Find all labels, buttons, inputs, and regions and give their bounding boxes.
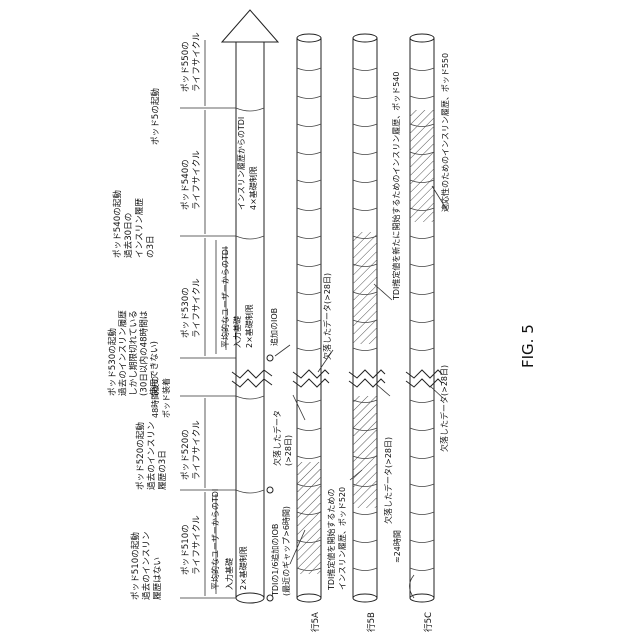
- timeline-pod540-start-line: の3日: [145, 235, 156, 258]
- row-c-label: 行5C: [422, 612, 434, 632]
- limits-c-line: インスリン履歴からのTDI: [237, 117, 246, 210]
- row-c-cylinder: [410, 34, 434, 602]
- notes-row-b-missing-line: 欠落したデータ(>28日): [383, 437, 393, 524]
- timeline-pod530-start-line: ポッド530の起動: [107, 328, 118, 396]
- timeline-pod540-start-line: 過去30日の: [122, 213, 134, 258]
- timeline-pod510-start-line: 履歴はない: [152, 557, 163, 600]
- row-b-label: 行5B: [365, 612, 377, 632]
- cycles-pod520-line: ポッド520の: [180, 429, 191, 480]
- timeline-pod520-start-line: 履歴の3日: [157, 450, 168, 490]
- timeline-pod5-start-line: ポッド5の起動: [150, 88, 161, 145]
- notes-missing-520-line: (>28日): [284, 435, 293, 466]
- timeline-pod540-start-line: ポッド540の起動: [112, 190, 123, 258]
- cycles-pod550-line: ポッド550の: [180, 41, 191, 92]
- notes-row-c-adapt-line: 適応性のためのインスリン履歴、ポッド550: [440, 53, 450, 212]
- limits-b-line: 2×基礎制限: [244, 304, 254, 348]
- limits-b-line: 入力基礎: [232, 316, 242, 348]
- cycles-pod540-line: ライフサイクル: [191, 150, 202, 210]
- cycles-pod510-line: ライフサイクル: [191, 515, 202, 575]
- cycles-pod550-line: ライフサイクル: [191, 32, 202, 92]
- notes-tdi-sixth-line: (最近のギャップ>6時間): [281, 506, 291, 596]
- timeline-arrow-head: [222, 10, 278, 42]
- limits-a-line: 平均的なユーザーからのTDI: [210, 489, 220, 590]
- notes-extra-iob-line: 追加のIOB: [269, 308, 279, 346]
- cycles-pod520-line: ライフサイクル: [191, 420, 202, 480]
- timeline-pod530-start-line: (30日以内の48時間は: [138, 310, 150, 396]
- timeline-pod530-start-line: しかし期限切れている: [128, 310, 139, 396]
- limits-b-line: 平均的なユーザーからのTDI: [220, 247, 230, 348]
- limits-a-line: 2×基礎制限: [238, 546, 248, 590]
- annotation-texts: ポッド510の起動過去のインスリン履歴はないポッド520の起動過去のインスリン履…: [107, 32, 450, 600]
- figure-label: FIG. 5: [519, 324, 537, 368]
- limits-c-line: 4×基礎制限: [248, 166, 258, 210]
- timeline-pod520-start-line: 過去のインスリン: [145, 421, 157, 490]
- row-a-label: 行5A: [309, 612, 321, 632]
- timeline-gap48-line: 48時間後の: [150, 376, 160, 418]
- notes-row-a-start-line: TDI推定値を開始するための: [326, 489, 336, 591]
- timeline-pod520-start-line: ポッド520の起動: [135, 422, 146, 490]
- notes-row-a-start-line: インスリン履歴、ポッド520: [338, 487, 347, 590]
- row-b-hatched-2: [353, 396, 377, 508]
- timeline-pod510-start-line: ポッド510の起動: [130, 532, 141, 600]
- cycles-pod510-line: ポッド510の: [180, 524, 191, 575]
- cycles-pod540-line: ポッド540の: [180, 159, 191, 210]
- notes-row-a-missing-line: 欠落したデータ(>28日): [322, 273, 332, 360]
- notes-tdi-sixth-line: TDIの1/6追加のIOB: [270, 524, 280, 597]
- timeline-pod540-start-line: インスリン履歴: [134, 198, 145, 258]
- timeline-gap48-line: ポッド装着: [161, 378, 171, 418]
- notes-missing-520-line: 欠落したデータ: [272, 410, 282, 466]
- timeline-pod530-start-line: 過去のインスリン履歴: [117, 310, 129, 396]
- cycles-pod530-line: ポッド530の: [180, 287, 191, 338]
- row-a-cylinder: [297, 34, 321, 602]
- limits-a-line: 入力基礎: [224, 558, 234, 590]
- row-b-hatched-1: [353, 232, 377, 344]
- row-a-hatched: [297, 462, 321, 574]
- row-b-cylinder: [353, 34, 377, 602]
- notes-row-c-24h-line: ≈24時間: [393, 530, 402, 563]
- notes-row-c-missing-line: 欠落したデータ(>28日): [439, 365, 449, 452]
- timeline-pod510-start-line: 過去のインスリン: [140, 531, 152, 600]
- cycles-pod530-line: ライフサイクル: [191, 278, 202, 338]
- notes-row-b-start-line: TDI推定値を新たに開始するためのインスリン履歴、ポッド540: [391, 71, 401, 301]
